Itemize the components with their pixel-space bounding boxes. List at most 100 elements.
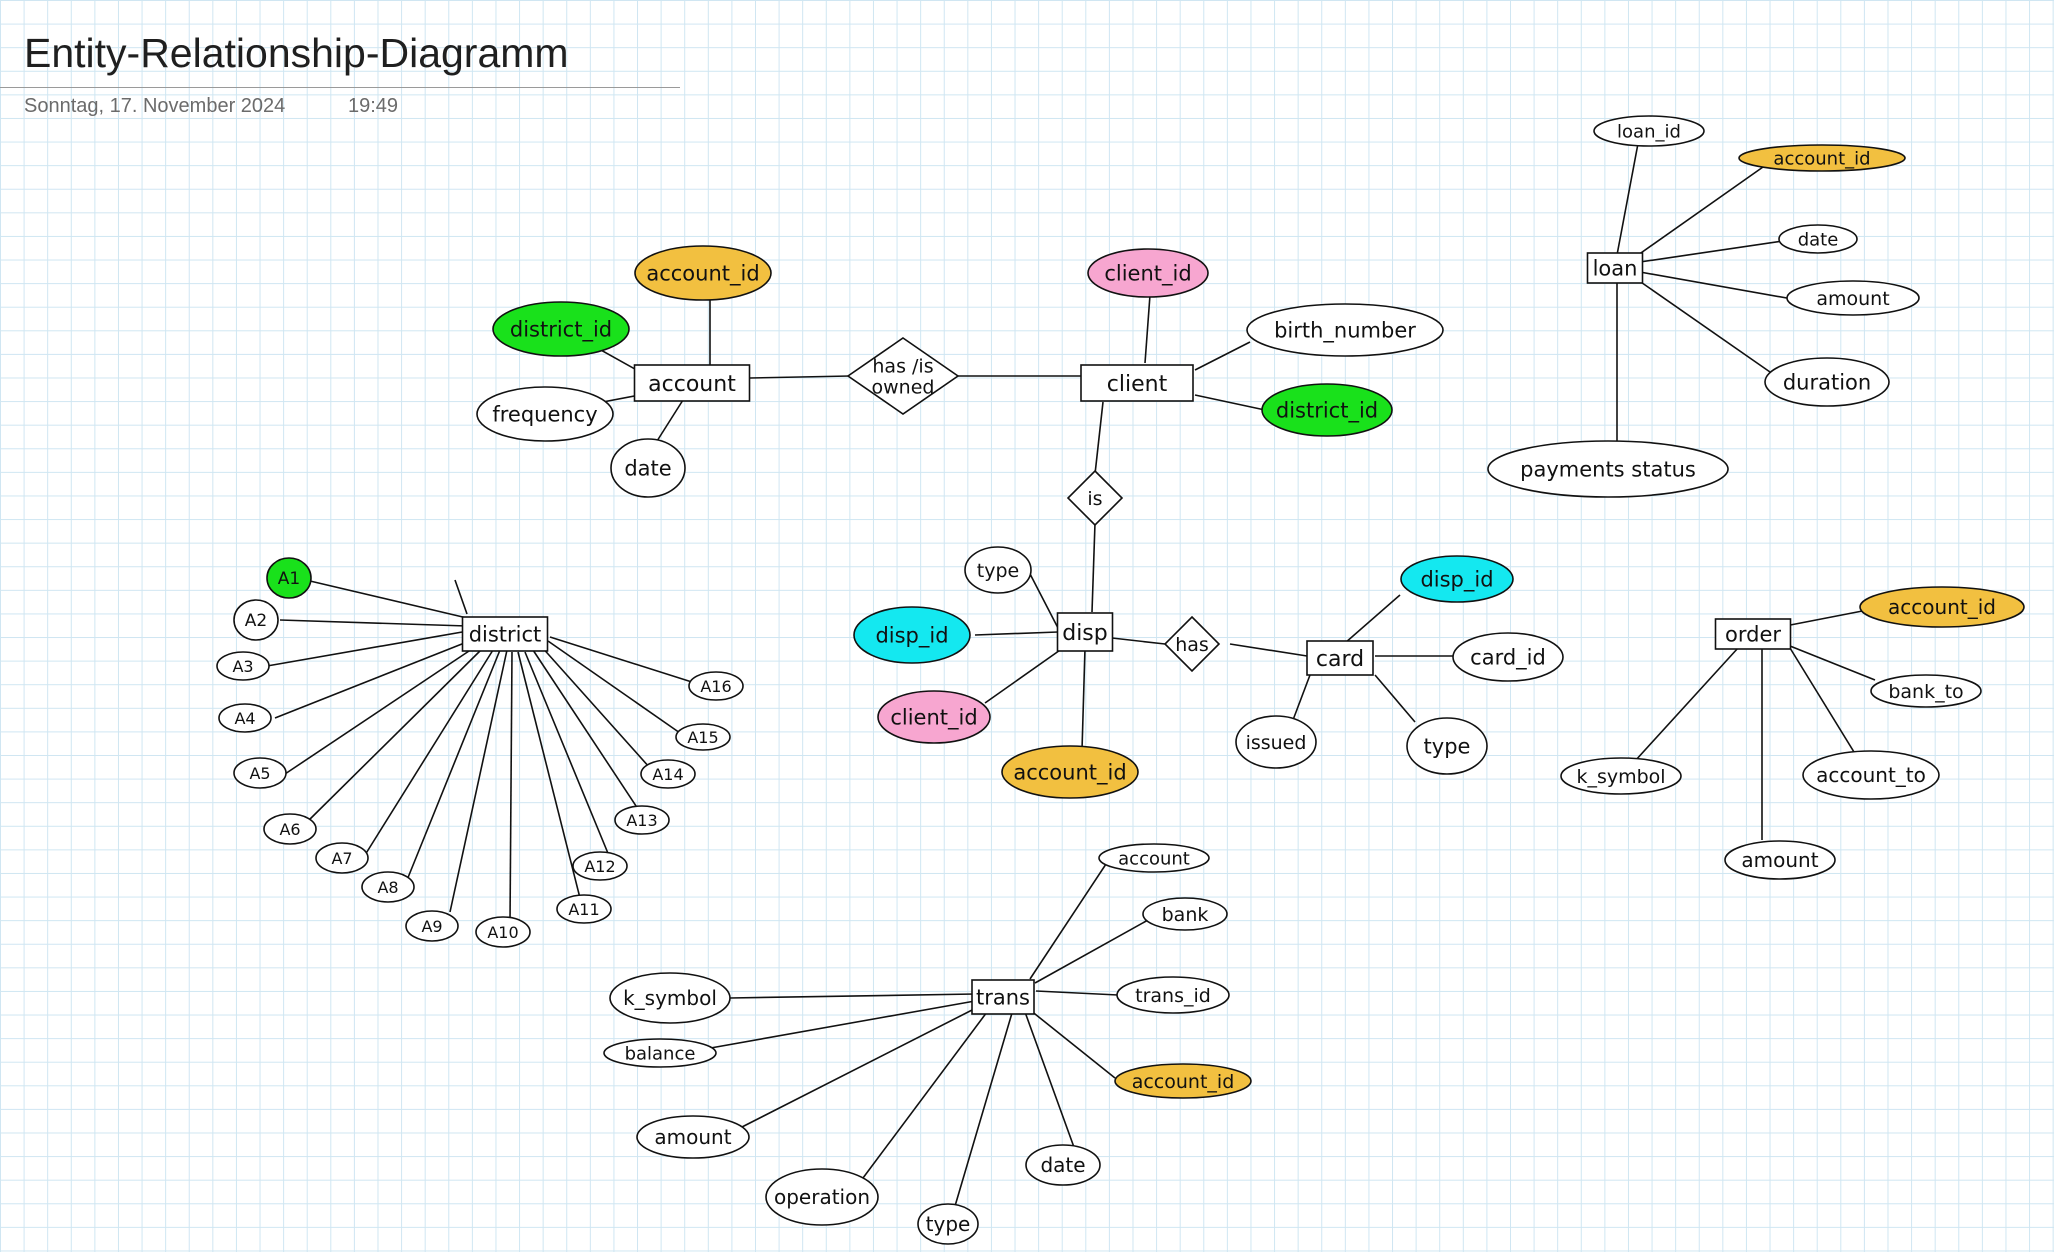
attribute-account-district-id-label: district_id — [510, 318, 612, 343]
connector-line — [1639, 240, 1784, 263]
attribute-card-disp-id: disp_id — [1400, 555, 1514, 603]
attribute-disp-disp-id: disp_id — [853, 606, 971, 664]
entity-client-label: client — [1107, 372, 1168, 397]
entity-disp: disp — [1056, 612, 1114, 652]
attribute-district-A6: A6 — [263, 813, 317, 845]
connector-line — [859, 1011, 988, 1183]
relationship-has: has — [1163, 615, 1221, 673]
attribute-district-A15: A15 — [675, 723, 731, 751]
attribute-district-A2: A2 — [233, 599, 279, 641]
attribute-account-date: date — [610, 438, 686, 498]
connector-line — [1035, 990, 1119, 996]
attribute-district-A13: A13 — [614, 805, 670, 835]
attribute-district-A7-label: A7 — [331, 849, 352, 868]
attribute-trans-type: type — [917, 1203, 979, 1245]
attribute-trans-balance-label: balance — [625, 1043, 696, 1064]
attribute-loan-date: date — [1778, 224, 1858, 254]
attribute-order-amount: amount — [1724, 840, 1836, 880]
entity-account-label: account — [648, 372, 736, 397]
attribute-loan-account-id-label: account_id — [1773, 148, 1870, 169]
connector-line — [1091, 522, 1096, 613]
attribute-client-client-id-label: client_id — [1104, 262, 1191, 287]
connector-line — [974, 631, 1059, 636]
attribute-disp-disp-id-label: disp_id — [875, 624, 948, 649]
attribute-card-card-id: card_id — [1452, 632, 1564, 682]
relationship-is-label: is — [1087, 488, 1102, 510]
attribute-client-district-id: district_id — [1261, 383, 1393, 437]
attribute-trans-bank-label: bank — [1162, 904, 1209, 926]
attribute-district-A12: A12 — [572, 851, 628, 881]
entity-district-label: district — [469, 623, 542, 647]
entity-card: card — [1306, 640, 1374, 676]
connector-line — [539, 644, 651, 769]
attribute-client-birth-number-label: birth_number — [1274, 319, 1416, 344]
attribute-order-amount-label: amount — [1741, 848, 1818, 872]
attribute-disp-client-id-label: client_id — [890, 706, 977, 731]
connector-line — [1637, 166, 1764, 256]
entity-card-label: card — [1316, 647, 1364, 672]
attribute-trans-amount-label: amount — [654, 1125, 731, 1149]
page-title: Entity-Relationship-Diagramm — [24, 30, 569, 76]
connector-line — [274, 639, 473, 719]
connector-line — [1789, 647, 1863, 766]
attribute-card-disp-id-label: disp_id — [1420, 568, 1493, 593]
attribute-card-issued: issued — [1235, 715, 1317, 769]
attribute-order-bank-to-label: bank_to — [1888, 681, 1963, 703]
attribute-trans-account-id: account_id — [1114, 1063, 1252, 1099]
attribute-disp-type: type — [964, 546, 1032, 594]
attribute-card-type-label: type — [1424, 735, 1471, 759]
connector-line — [1292, 674, 1311, 721]
connector-line — [1029, 860, 1109, 980]
attribute-loan-loan-id: loan_id — [1593, 115, 1705, 147]
attribute-trans-account: account — [1098, 843, 1210, 873]
attribute-trans-date-label: date — [1040, 1153, 1085, 1177]
connector-line — [364, 649, 494, 856]
attribute-order-bank-to: bank_to — [1870, 674, 1982, 708]
entity-order: order — [1714, 618, 1792, 650]
entity-client: client — [1080, 364, 1194, 402]
connector-line — [266, 630, 469, 667]
attribute-district-A15-label: A15 — [687, 728, 718, 747]
attribute-trans-operation: operation — [765, 1168, 879, 1226]
connector-line — [1616, 132, 1641, 256]
attribute-account-date-label: date — [624, 457, 671, 481]
attribute-district-A14: A14 — [640, 759, 696, 789]
attribute-order-account-to-label: account_to — [1816, 763, 1926, 787]
attribute-district-A9: A9 — [405, 910, 459, 942]
attribute-trans-type-label: type — [926, 1212, 971, 1236]
attribute-client-birth-number: birth_number — [1246, 303, 1444, 357]
attribute-card-type: type — [1406, 717, 1488, 775]
connector-line — [739, 1006, 979, 1129]
title-rule — [0, 87, 680, 88]
attribute-district-A5-label: A5 — [249, 764, 270, 783]
attribute-trans-k-symbol-label: k_symbol — [623, 986, 717, 1010]
attribute-district-A14-label: A14 — [652, 765, 683, 784]
attribute-district-A16: A16 — [688, 671, 744, 701]
connector-line — [1639, 271, 1799, 301]
connector-line — [547, 640, 681, 734]
attribute-district-A4: A4 — [218, 703, 272, 733]
connector-line — [1029, 1009, 1116, 1079]
attribute-trans-operation-label: operation — [774, 1185, 870, 1209]
attribute-trans-amount: amount — [636, 1115, 750, 1159]
attribute-trans-bank: bank — [1142, 897, 1228, 931]
attribute-card-issued-label: issued — [1246, 732, 1307, 754]
connector-line — [1034, 919, 1149, 984]
attribute-loan-duration-label: duration — [1783, 371, 1871, 395]
attribute-loan-payments-status: payments status — [1487, 440, 1729, 498]
attribute-district-A3-label: A3 — [232, 657, 253, 676]
connector-line — [449, 649, 508, 913]
attribute-district-A4-label: A4 — [234, 709, 255, 728]
attribute-district-A9-label: A9 — [421, 917, 442, 936]
attribute-district-A11: A11 — [556, 894, 612, 924]
connector-line — [517, 651, 583, 907]
connector-line — [309, 580, 468, 619]
attribute-trans-trans-id: trans_id — [1116, 976, 1230, 1014]
attribute-district-A2-label: A2 — [245, 611, 267, 631]
entity-disp-label: disp — [1062, 621, 1108, 646]
attribute-disp-account-id: account_id — [1001, 745, 1139, 799]
entity-trans-label: trans — [976, 986, 1030, 1010]
attribute-district-A11-label: A11 — [568, 900, 599, 919]
attribute-trans-date: date — [1025, 1144, 1101, 1186]
